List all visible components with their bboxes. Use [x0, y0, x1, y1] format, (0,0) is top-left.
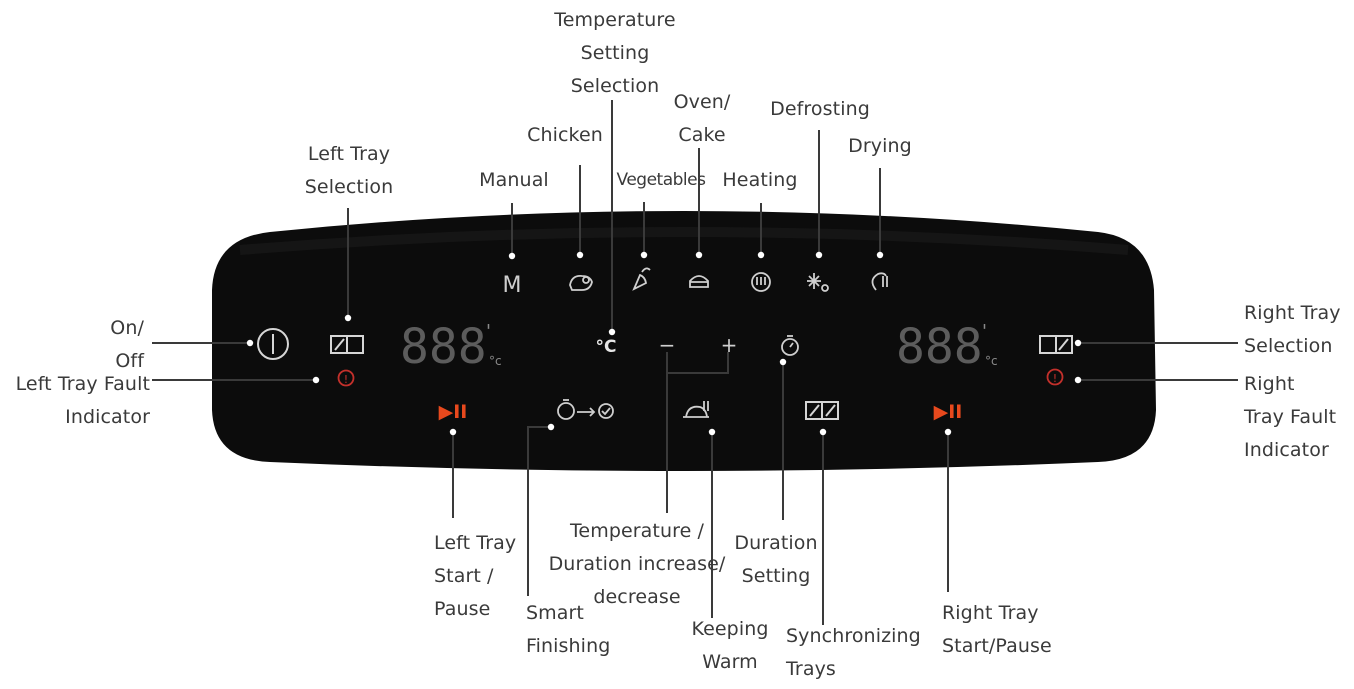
leader-lines — [152, 100, 1238, 625]
control-panel — [212, 211, 1156, 471]
drying-icon[interactable] — [871, 272, 888, 291]
timer-icon[interactable] — [781, 335, 799, 356]
vegetables-icon[interactable] — [632, 267, 651, 291]
leader-dots — [246, 251, 1082, 436]
label-manual: Manual — [479, 169, 549, 191]
right-play-pause-button[interactable]: ▶II — [934, 401, 963, 423]
label-drying: Drying — [848, 135, 912, 157]
oven-cake-icon[interactable] — [689, 275, 709, 288]
fault-glyph: ! — [344, 373, 348, 386]
fault-icon: ! — [337, 369, 355, 387]
temperature-setting-button[interactable]: °C — [596, 337, 617, 357]
left-degree-mark: ' — [486, 321, 491, 342]
heating-icon[interactable] — [751, 272, 771, 292]
left-play-pause-button[interactable]: ▶II — [439, 401, 468, 423]
right-digit-display: 888 — [896, 319, 983, 375]
left-tray-icon[interactable] — [330, 335, 364, 354]
right-celsius-small: °c — [985, 354, 998, 368]
right-fault-glyph: ! — [1053, 372, 1057, 385]
keep-warm-icon[interactable] — [683, 401, 709, 418]
label-on-off: On/Off — [110, 317, 144, 372]
left-digit-display: 888 — [400, 319, 487, 375]
label-heating: Heating — [722, 169, 798, 191]
power-icon[interactable] — [257, 328, 289, 360]
sync-trays-icon[interactable] — [805, 401, 839, 420]
label-temp-duration: Temperature /Duration increase/decrease — [548, 520, 726, 608]
chicken-icon[interactable] — [569, 275, 593, 291]
label-defrosting: Defrosting — [770, 98, 870, 120]
label-vegetables: Vegetables — [616, 170, 706, 190]
plus-button[interactable]: + — [721, 333, 738, 357]
right-degree-mark: ' — [982, 321, 987, 342]
minus-button[interactable]: − — [659, 333, 676, 357]
label-oven-cake: Oven/Cake — [673, 91, 731, 146]
label-chicken: Chicken — [527, 124, 603, 146]
defrosting-icon[interactable] — [807, 273, 829, 292]
manual-icon[interactable]: M — [503, 273, 522, 298]
smart-finishing-icon[interactable] — [557, 399, 614, 420]
right-fault-icon: ! — [1046, 368, 1064, 386]
right-tray-icon[interactable] — [1039, 335, 1073, 354]
left-celsius-small: °c — [489, 354, 502, 368]
